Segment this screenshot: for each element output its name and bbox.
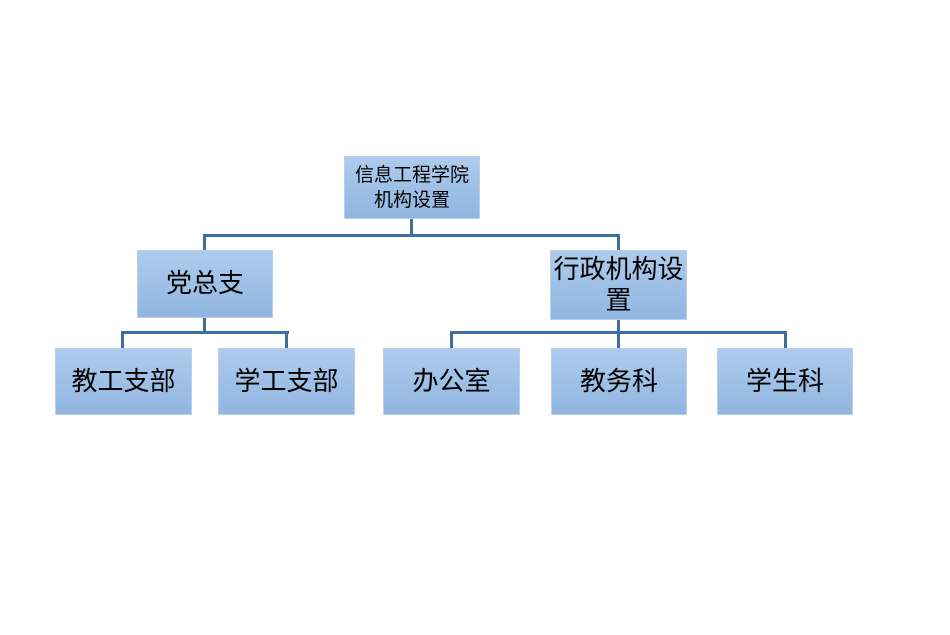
org-node-student-affairs-section[interactable]: 学生科 — [717, 348, 853, 415]
org-node-faculty-party-branch[interactable]: 教工支部 — [55, 348, 192, 415]
org-node-student-affairs-section-label: 学生科 — [745, 366, 824, 396]
org-node-root[interactable]: 信息工程学院 机构设置 — [344, 156, 480, 219]
connector-left-horizontal — [121, 331, 289, 334]
org-node-root-label-line1: 信息工程学院 — [354, 164, 469, 186]
org-node-admin-org[interactable]: 行政机构设 置 — [550, 250, 687, 320]
org-node-student-party-branch-label: 学工支部 — [234, 366, 339, 396]
connector-academic-drop — [617, 331, 620, 348]
connector-party-drop — [203, 234, 206, 250]
connector-top-horizontal — [203, 234, 620, 237]
connector-student-section-drop — [784, 331, 787, 348]
connector-root-stub — [410, 219, 413, 236]
connector-admin-stub — [617, 320, 620, 334]
org-node-academic-affairs-section-label: 教务科 — [579, 366, 658, 396]
org-node-root-label-line2: 机构设置 — [373, 189, 450, 211]
org-node-academic-affairs-section[interactable]: 教务科 — [551, 348, 687, 415]
connector-admin-drop — [617, 234, 620, 250]
connector-office-drop — [450, 331, 453, 348]
org-node-admin-org-label-line1: 行政机构设 — [553, 255, 684, 284]
connector-party-stub — [203, 318, 206, 334]
org-node-faculty-party-branch-label: 教工支部 — [71, 366, 176, 396]
connector-faculty-branch-drop — [121, 331, 124, 348]
org-node-office-label: 办公室 — [412, 366, 491, 396]
org-node-student-party-branch[interactable]: 学工支部 — [218, 348, 355, 415]
org-node-party-general-branch[interactable]: 党总支 — [137, 250, 273, 318]
org-node-admin-org-label-line2: 置 — [605, 286, 632, 315]
org-node-office[interactable]: 办公室 — [383, 348, 520, 415]
connector-student-branch-drop — [285, 331, 288, 348]
org-node-party-general-branch-label: 党总支 — [165, 269, 244, 299]
